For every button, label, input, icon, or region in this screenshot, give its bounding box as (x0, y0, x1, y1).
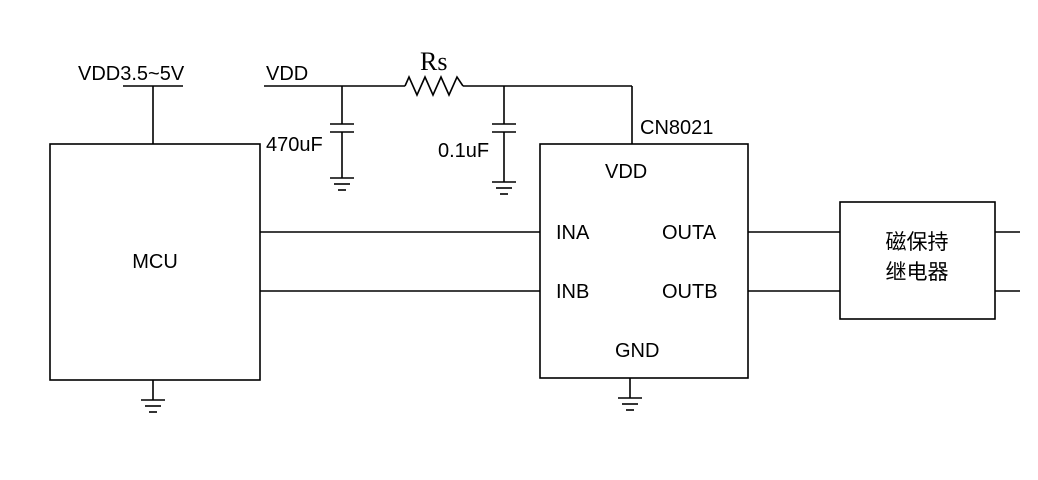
relay-label-line2: 继电器 (886, 260, 949, 284)
rail-to-driver-wire (463, 85, 633, 144)
relay-block (839, 201, 996, 320)
resistor-rs (404, 75, 464, 97)
relay-contact-wires (995, 231, 1020, 292)
mcu-supply-label: VDD3.5~5V (78, 63, 185, 85)
pin-ina-label: INA (556, 222, 590, 244)
mcu-block (49, 143, 261, 381)
capacitor-0.1uf (492, 86, 516, 195)
pin-inb-label: INB (556, 281, 589, 303)
pin-outa-label: OUTA (662, 222, 717, 244)
vdd-rail-label: VDD (266, 63, 308, 85)
mcu-supply-rail (123, 85, 183, 144)
mcu-label: MCU (132, 251, 178, 273)
pin-outb-label: OUTB (662, 281, 718, 303)
pin-vdd-label: VDD (605, 161, 647, 183)
capacitor-470uf (330, 86, 354, 191)
driver-ground-symbol (618, 378, 642, 411)
pin-gnd-label: GND (615, 340, 659, 362)
driver-chip-block (539, 143, 749, 379)
capacitor-0.1uf-label: 0.1uF (438, 140, 489, 162)
driver-part-label: CN8021 (640, 117, 713, 139)
capacitor-470uf-label: 470uF (266, 134, 323, 156)
resistor-label: Rs (420, 47, 447, 76)
relay-label-line1: 磁保持 (886, 230, 949, 254)
mcu-ground-symbol (141, 380, 165, 413)
